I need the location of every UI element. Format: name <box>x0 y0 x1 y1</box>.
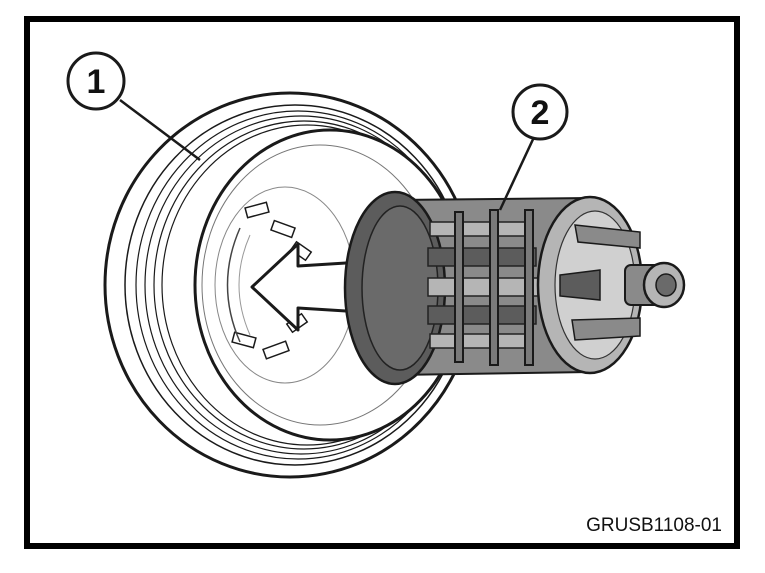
filter-cage-bars <box>454 209 534 366</box>
callout-2: 2 <box>498 83 569 211</box>
filter-spigot <box>624 261 686 309</box>
callout-1: 1 <box>66 51 201 161</box>
cap-inner-ring <box>226 227 241 343</box>
figure-id: GRUSB1108-01 <box>586 515 722 536</box>
callout-2-number: 2 <box>531 94 550 132</box>
filter-element <box>343 190 686 386</box>
filter-rear-spokes <box>559 224 641 341</box>
callout-1-number: 1 <box>87 63 106 101</box>
